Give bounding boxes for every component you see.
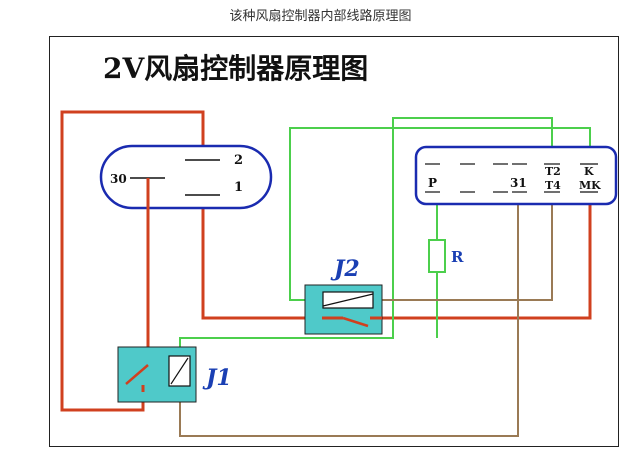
green-wire-j2-to-k xyxy=(289,127,591,301)
green-wire-t2-to-j1 xyxy=(179,117,553,354)
diagram-frame xyxy=(49,36,619,447)
brown-wires xyxy=(179,192,553,437)
pin-label-mk: MK xyxy=(579,179,601,192)
green-wires xyxy=(179,117,591,354)
red-wire-switch-pin2-to-j1 xyxy=(60,110,205,412)
relay-j1-label: J1 xyxy=(202,365,232,391)
red-wire-j2-to-mk xyxy=(370,192,592,320)
brown-wire-31-to-j1 xyxy=(179,192,519,437)
ignition-switch: 30 2 1 xyxy=(99,144,273,210)
page-caption: 该种风扇控制器内部线路原理图 xyxy=(229,9,412,24)
pin-label-31: 31 xyxy=(510,176,527,190)
switch-body xyxy=(99,144,273,210)
relay-j2-coil-slash xyxy=(322,293,374,307)
pin-label-t2: T2 xyxy=(545,165,561,178)
red-wire-switch-pin1-to-j2 xyxy=(201,195,343,320)
pin-label-k: K xyxy=(584,165,594,178)
brown-wire-t4-to-j2 xyxy=(380,192,553,301)
relay-j2-label: J2 xyxy=(330,256,360,282)
switch-label-1: 1 xyxy=(234,180,243,195)
resistor-body xyxy=(428,239,446,273)
relay-j2: J2 xyxy=(304,256,383,335)
controller-module: P 31 T2 T4 K MK xyxy=(414,145,618,206)
pin-label-t4: T4 xyxy=(545,179,561,192)
red-wires xyxy=(60,110,592,412)
pin-label-p: P xyxy=(428,176,437,190)
relay-j1: J1 xyxy=(117,346,232,403)
controller-body xyxy=(414,145,618,206)
relay-j1-coil-slash xyxy=(170,357,189,385)
switch-label-2: 2 xyxy=(234,153,243,168)
diagram-title: 2V风扇控制器原理图 xyxy=(103,52,368,85)
relay-j1-switch-blade xyxy=(125,364,149,385)
resistor-label: R xyxy=(451,248,464,266)
relay-j2-switch-blade xyxy=(342,316,369,328)
switch-label-30: 30 xyxy=(110,172,127,186)
resistor-r: R xyxy=(428,239,464,273)
